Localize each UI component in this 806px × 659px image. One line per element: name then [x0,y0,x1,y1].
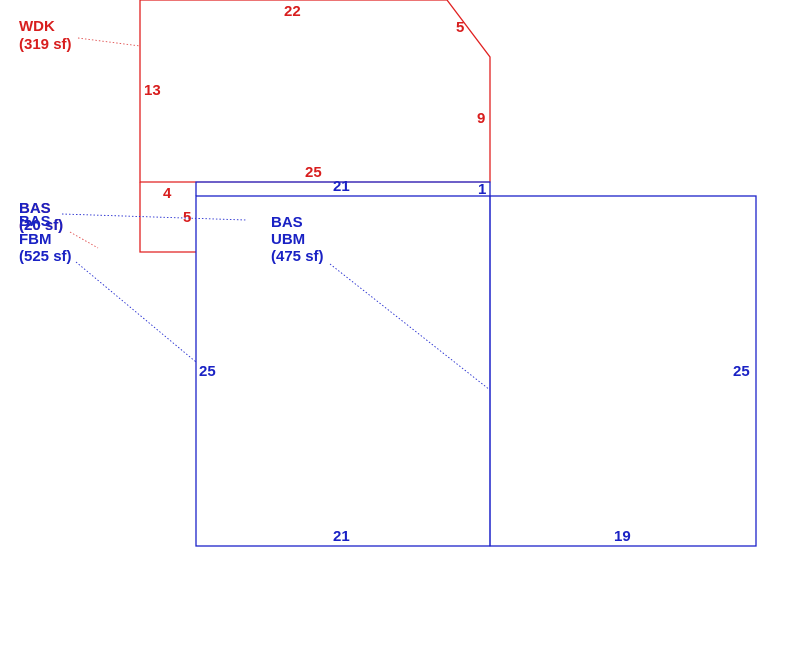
dim-base-left: 25 [199,363,216,380]
bas-fbm-outline [195,195,491,547]
wdk-area: (319 sf) [19,36,72,53]
base-top-strip [195,181,491,196]
fbm-sub: FBM [19,231,52,248]
dim-small-right: 5 [183,209,191,226]
small-b-area: (20 sf) [19,217,63,234]
wdk-deck-outline [139,0,491,183]
ubm-sub: UBM [271,231,305,248]
small-area-leader [69,231,99,249]
dim-base-bottom-left: 21 [333,528,350,545]
dim-deck-right: 9 [477,110,485,127]
dim-base-bottom-right: 19 [614,528,631,545]
dim-base-right: 25 [733,363,750,380]
bas-small-leader [61,213,247,221]
small-area-outline [139,182,196,253]
ubm-leader [329,263,491,391]
ubm-area: (475 sf) [271,248,324,265]
dim-deck-bottom: 25 [305,164,322,181]
dim-small-top: 4 [163,185,172,202]
ubm-code: BAS [271,214,303,231]
fbm-code: BAS [19,213,51,230]
dim-deck-angle: 5 [456,19,464,36]
small-b-code: BAS [19,200,51,217]
wdk-code: WDK [19,18,55,35]
bas-ubm-outline [489,195,757,547]
dim-deck-left: 13 [144,82,161,99]
small-a-code: BAS [19,200,51,217]
small-a-area: (20 sf) [19,217,63,234]
wdk-leader [77,37,141,47]
dim-base-notch: 1 [478,181,486,198]
dim-deck-top: 22 [284,3,301,20]
fbm-area: (525 sf) [19,248,72,265]
fbm-leader [75,261,197,363]
dim-base-top: 21 [333,178,350,195]
